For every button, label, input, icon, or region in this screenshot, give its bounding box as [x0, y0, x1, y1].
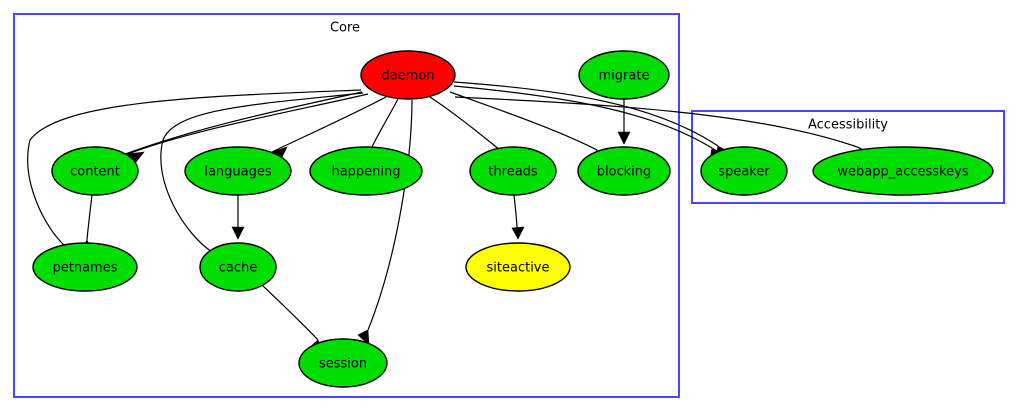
node-label-content: content [70, 165, 120, 180]
node-label-petnames: petnames [53, 261, 118, 276]
cluster-core: Core [13, 13, 680, 398]
edge-line [271, 96, 387, 153]
edge-line [453, 81, 719, 147]
node-label-speaker: speaker [718, 165, 770, 180]
node-shape-threads[interactable] [469, 146, 557, 196]
node-label-languages: languages [204, 165, 272, 180]
edge-line [371, 98, 399, 148]
node-label-webapp_accesskeys: webapp_accesskeys [837, 165, 968, 180]
edge-line [119, 91, 363, 157]
node-speaker[interactable]: speaker [700, 146, 788, 196]
node-shape-content[interactable] [51, 146, 139, 196]
node-daemon[interactable]: daemon [360, 50, 456, 100]
edge-threads-to-siteactive [511, 194, 525, 240]
node-shape-cache[interactable] [199, 242, 277, 292]
cluster-label-core: Core [330, 21, 360, 36]
edge-line [367, 99, 413, 331]
node-shape-speaker[interactable] [700, 146, 788, 196]
node-label-happening: happening [331, 165, 400, 180]
edge-arrowhead [617, 131, 631, 145]
node-shape-blocking[interactable] [577, 146, 671, 196]
edge-line [429, 96, 501, 151]
node-shape-petnames[interactable] [32, 242, 138, 292]
cluster-border-accessibility [691, 110, 1005, 204]
node-shape-migrate[interactable] [578, 50, 670, 100]
node-label-migrate: migrate [599, 69, 650, 84]
edge-migrate-to-blocking [617, 99, 631, 145]
node-shape-daemon[interactable] [360, 50, 456, 100]
node-label-daemon: daemon [381, 69, 434, 84]
node-migrate[interactable]: migrate [578, 50, 670, 100]
edge-line [160, 92, 364, 253]
node-shape-languages[interactable] [184, 146, 292, 196]
cluster-label-accessibility: Accessibility [808, 118, 888, 133]
node-label-session: session [319, 357, 367, 372]
cluster-accessibility: Accessibility [691, 110, 1005, 204]
node-cache[interactable]: cache [199, 242, 277, 292]
node-blocking[interactable]: blocking [577, 146, 671, 196]
edge-layer [27, 81, 875, 354]
cluster-border-core [13, 13, 680, 398]
node-content[interactable]: content [51, 146, 139, 196]
node-shape-siteactive[interactable] [465, 242, 571, 292]
node-label-cache: cache [219, 261, 258, 276]
edge-line [449, 91, 598, 151]
node-petnames[interactable]: petnames [32, 242, 138, 292]
node-siteactive[interactable]: siteactive [465, 242, 571, 292]
node-label-threads: threads [488, 165, 538, 180]
edge-daemon-to-session [357, 99, 413, 346]
edge-line [453, 85, 713, 149]
node-happening[interactable]: happening [309, 146, 423, 196]
node-label-blocking: blocking [597, 165, 652, 180]
edge-cache-to-session [261, 284, 324, 354]
edge-daemon-to-speaker [453, 85, 726, 160]
node-languages[interactable]: languages [184, 146, 292, 196]
edge-line [86, 194, 93, 241]
edge-arrowhead [511, 226, 525, 240]
node-layer: daemon migrate content languages happening th… [32, 50, 994, 388]
edge-line [454, 96, 861, 149]
edge-arrowhead [231, 226, 245, 240]
node-shape-session[interactable] [298, 338, 388, 388]
node-session[interactable]: session [298, 338, 388, 388]
edge-line [27, 89, 362, 247]
node-shape-webapp_accesskeys[interactable] [812, 146, 994, 196]
node-threads[interactable]: threads [469, 146, 557, 196]
node-shape-happening[interactable] [309, 146, 423, 196]
edge-languages-to-cache [231, 195, 245, 240]
edge-line [261, 284, 319, 341]
node-label-siteactive: siteactive [487, 261, 550, 276]
edge-line [127, 93, 369, 155]
edge-arrowhead [357, 329, 370, 346]
node-webapp_accesskeys[interactable]: webapp_accesskeys [812, 146, 994, 196]
